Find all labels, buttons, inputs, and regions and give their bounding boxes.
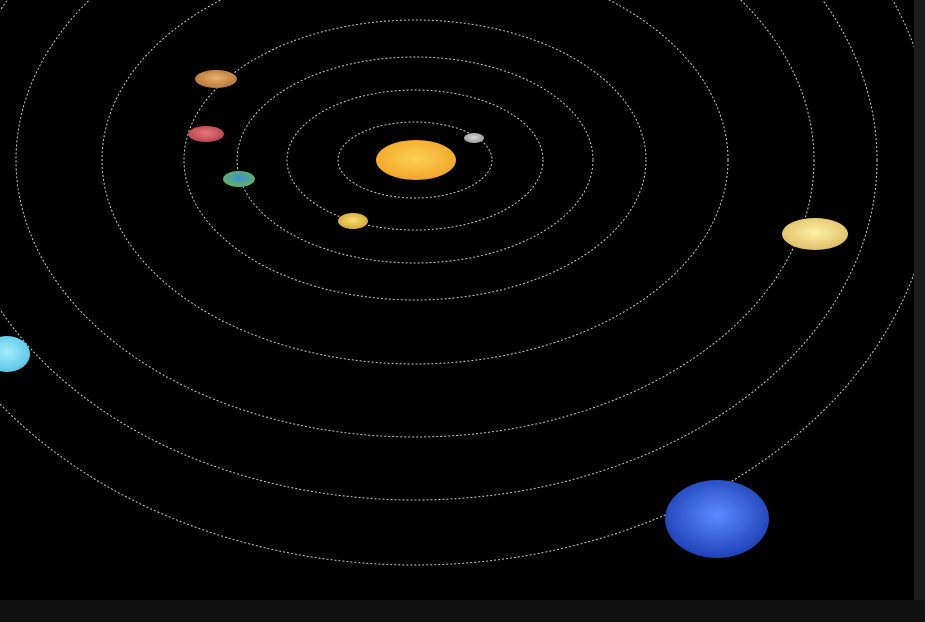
bottom-bar bbox=[0, 600, 925, 622]
saturn-planet[interactable] bbox=[782, 218, 848, 250]
orbit-jupiter bbox=[101, 0, 729, 365]
mars-planet[interactable] bbox=[188, 126, 224, 142]
jupiter-planet[interactable] bbox=[195, 70, 237, 88]
mercury-planet[interactable] bbox=[464, 133, 484, 143]
neptune-planet[interactable] bbox=[665, 480, 769, 558]
earth-planet[interactable] bbox=[223, 171, 255, 187]
venus-planet[interactable] bbox=[338, 213, 368, 229]
orbit-saturn bbox=[15, 0, 815, 438]
solar-system-svg bbox=[0, 0, 914, 566]
orbit-neptune bbox=[0, 0, 914, 566]
bodies bbox=[0, 70, 848, 558]
orbit-venus bbox=[286, 89, 544, 231]
orbit-mercury bbox=[337, 121, 493, 199]
orbit-uranus bbox=[0, 0, 878, 501]
orbit-mars bbox=[183, 19, 647, 301]
orbit-earth bbox=[236, 56, 594, 264]
uranus-planet[interactable] bbox=[0, 336, 30, 372]
solar-system-viewport[interactable] bbox=[0, 0, 914, 600]
sun-icon[interactable] bbox=[376, 140, 456, 180]
right-edge-strip bbox=[914, 0, 925, 600]
orbits bbox=[0, 0, 914, 566]
